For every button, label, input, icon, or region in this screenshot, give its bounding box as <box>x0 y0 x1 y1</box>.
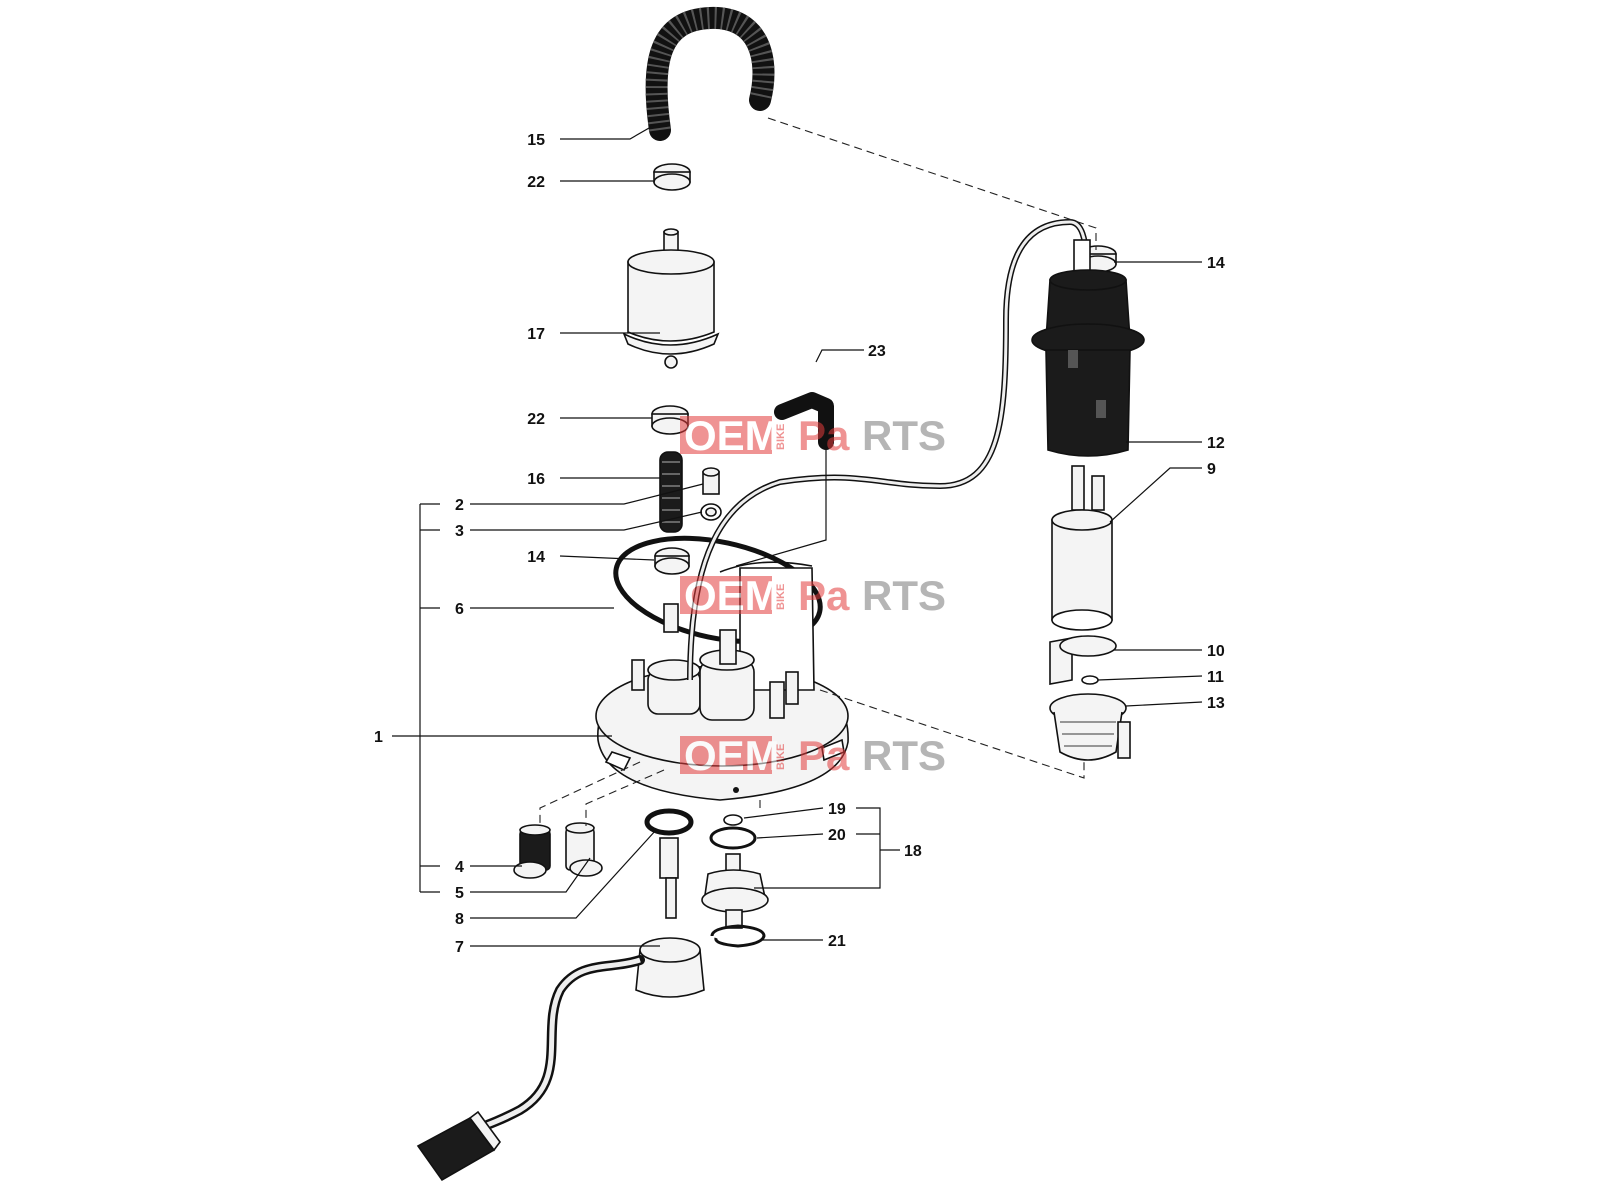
label-11: 11 <box>1207 669 1224 686</box>
leader-lines <box>392 123 1203 947</box>
part-14-clamp-left <box>654 547 690 575</box>
watermark-rts: RTS <box>862 572 946 619</box>
dash-hose-to-pump <box>767 117 1097 250</box>
part-23-elbow-hose <box>774 392 834 450</box>
label-6: 6 <box>455 601 464 618</box>
part-20-o-ring <box>709 826 757 850</box>
label-23: 23 <box>868 343 886 360</box>
label-21: 21 <box>828 933 846 950</box>
watermark-bike: BIKE <box>775 744 787 770</box>
watermark-middle: OEM BIKE Pa RTS <box>680 572 946 619</box>
label-15: 15 <box>527 132 545 149</box>
label-5: 5 <box>455 885 464 902</box>
watermark-bottom: OEM BIKE Pa RTS <box>680 732 946 779</box>
part-10-bracket <box>1049 635 1117 685</box>
label-18: 18 <box>904 843 922 860</box>
watermark-oem: OEM <box>684 412 780 459</box>
part-12-pump-housing <box>1031 239 1145 457</box>
watermark-rts: RTS <box>862 412 946 459</box>
harness-wire-to-pump <box>687 218 1089 681</box>
label-13: 13 <box>1207 695 1225 712</box>
part-22-clamp-top <box>653 163 691 191</box>
part-3-washer <box>700 503 722 521</box>
part-6-o-ring <box>613 535 823 645</box>
part-21-snap-ring <box>710 924 766 948</box>
part-4-fitting <box>513 824 551 879</box>
dash-flange-to-fitting-4 <box>539 761 641 828</box>
part-15-hose <box>645 7 775 141</box>
label-4: 4 <box>455 859 464 876</box>
part-5-fitting <box>565 822 603 877</box>
watermark-pa: Pa <box>798 732 850 779</box>
label-14-left: 14 <box>527 549 545 566</box>
label-3: 3 <box>455 523 464 540</box>
watermark-bike: BIKE <box>775 424 787 450</box>
part-8-seal-ring <box>644 808 694 836</box>
label-10: 10 <box>1207 643 1225 660</box>
part-18-pressure-regulator <box>701 853 769 929</box>
label-22-top: 22 <box>527 174 545 191</box>
label-9: 9 <box>1207 461 1216 478</box>
label-1: 1 <box>374 729 383 746</box>
label-8: 8 <box>455 911 464 928</box>
watermark-pa: Pa <box>798 572 850 619</box>
part-17-fuel-filter <box>622 228 720 369</box>
part-number-labels: 15 22 17 22 16 2 3 14 6 1 4 5 8 7 23 19 … <box>374 132 1225 956</box>
part-13-strainer <box>1049 693 1131 761</box>
part-19-small-ring <box>723 814 743 826</box>
part-7-connector-plug <box>416 837 705 1182</box>
label-19: 19 <box>828 801 846 818</box>
part-22-clamp-lower <box>651 405 689 435</box>
watermark-rts: RTS <box>862 732 946 779</box>
watermark-top: OEM BIKE Pa RTS <box>680 412 946 459</box>
label-20: 20 <box>828 827 846 844</box>
watermark-pa: Pa <box>798 412 850 459</box>
label-16: 16 <box>527 471 545 488</box>
label-14-right: 14 <box>1207 255 1225 272</box>
watermark-bike: BIKE <box>775 584 787 610</box>
label-2: 2 <box>455 497 464 514</box>
label-7: 7 <box>455 939 464 956</box>
watermark-oem: OEM <box>684 572 780 619</box>
part-11-washer <box>1081 675 1099 685</box>
dash-flange-to-strainer <box>819 689 1085 779</box>
part-2-fitting <box>702 467 720 495</box>
dash-flange-to-fitting-5 <box>585 769 665 826</box>
label-12: 12 <box>1207 435 1225 452</box>
label-17: 17 <box>527 326 545 343</box>
watermark-oem: OEM <box>684 732 780 779</box>
label-22-lower: 22 <box>527 411 545 428</box>
part-9-fuel-pump <box>1051 465 1113 631</box>
